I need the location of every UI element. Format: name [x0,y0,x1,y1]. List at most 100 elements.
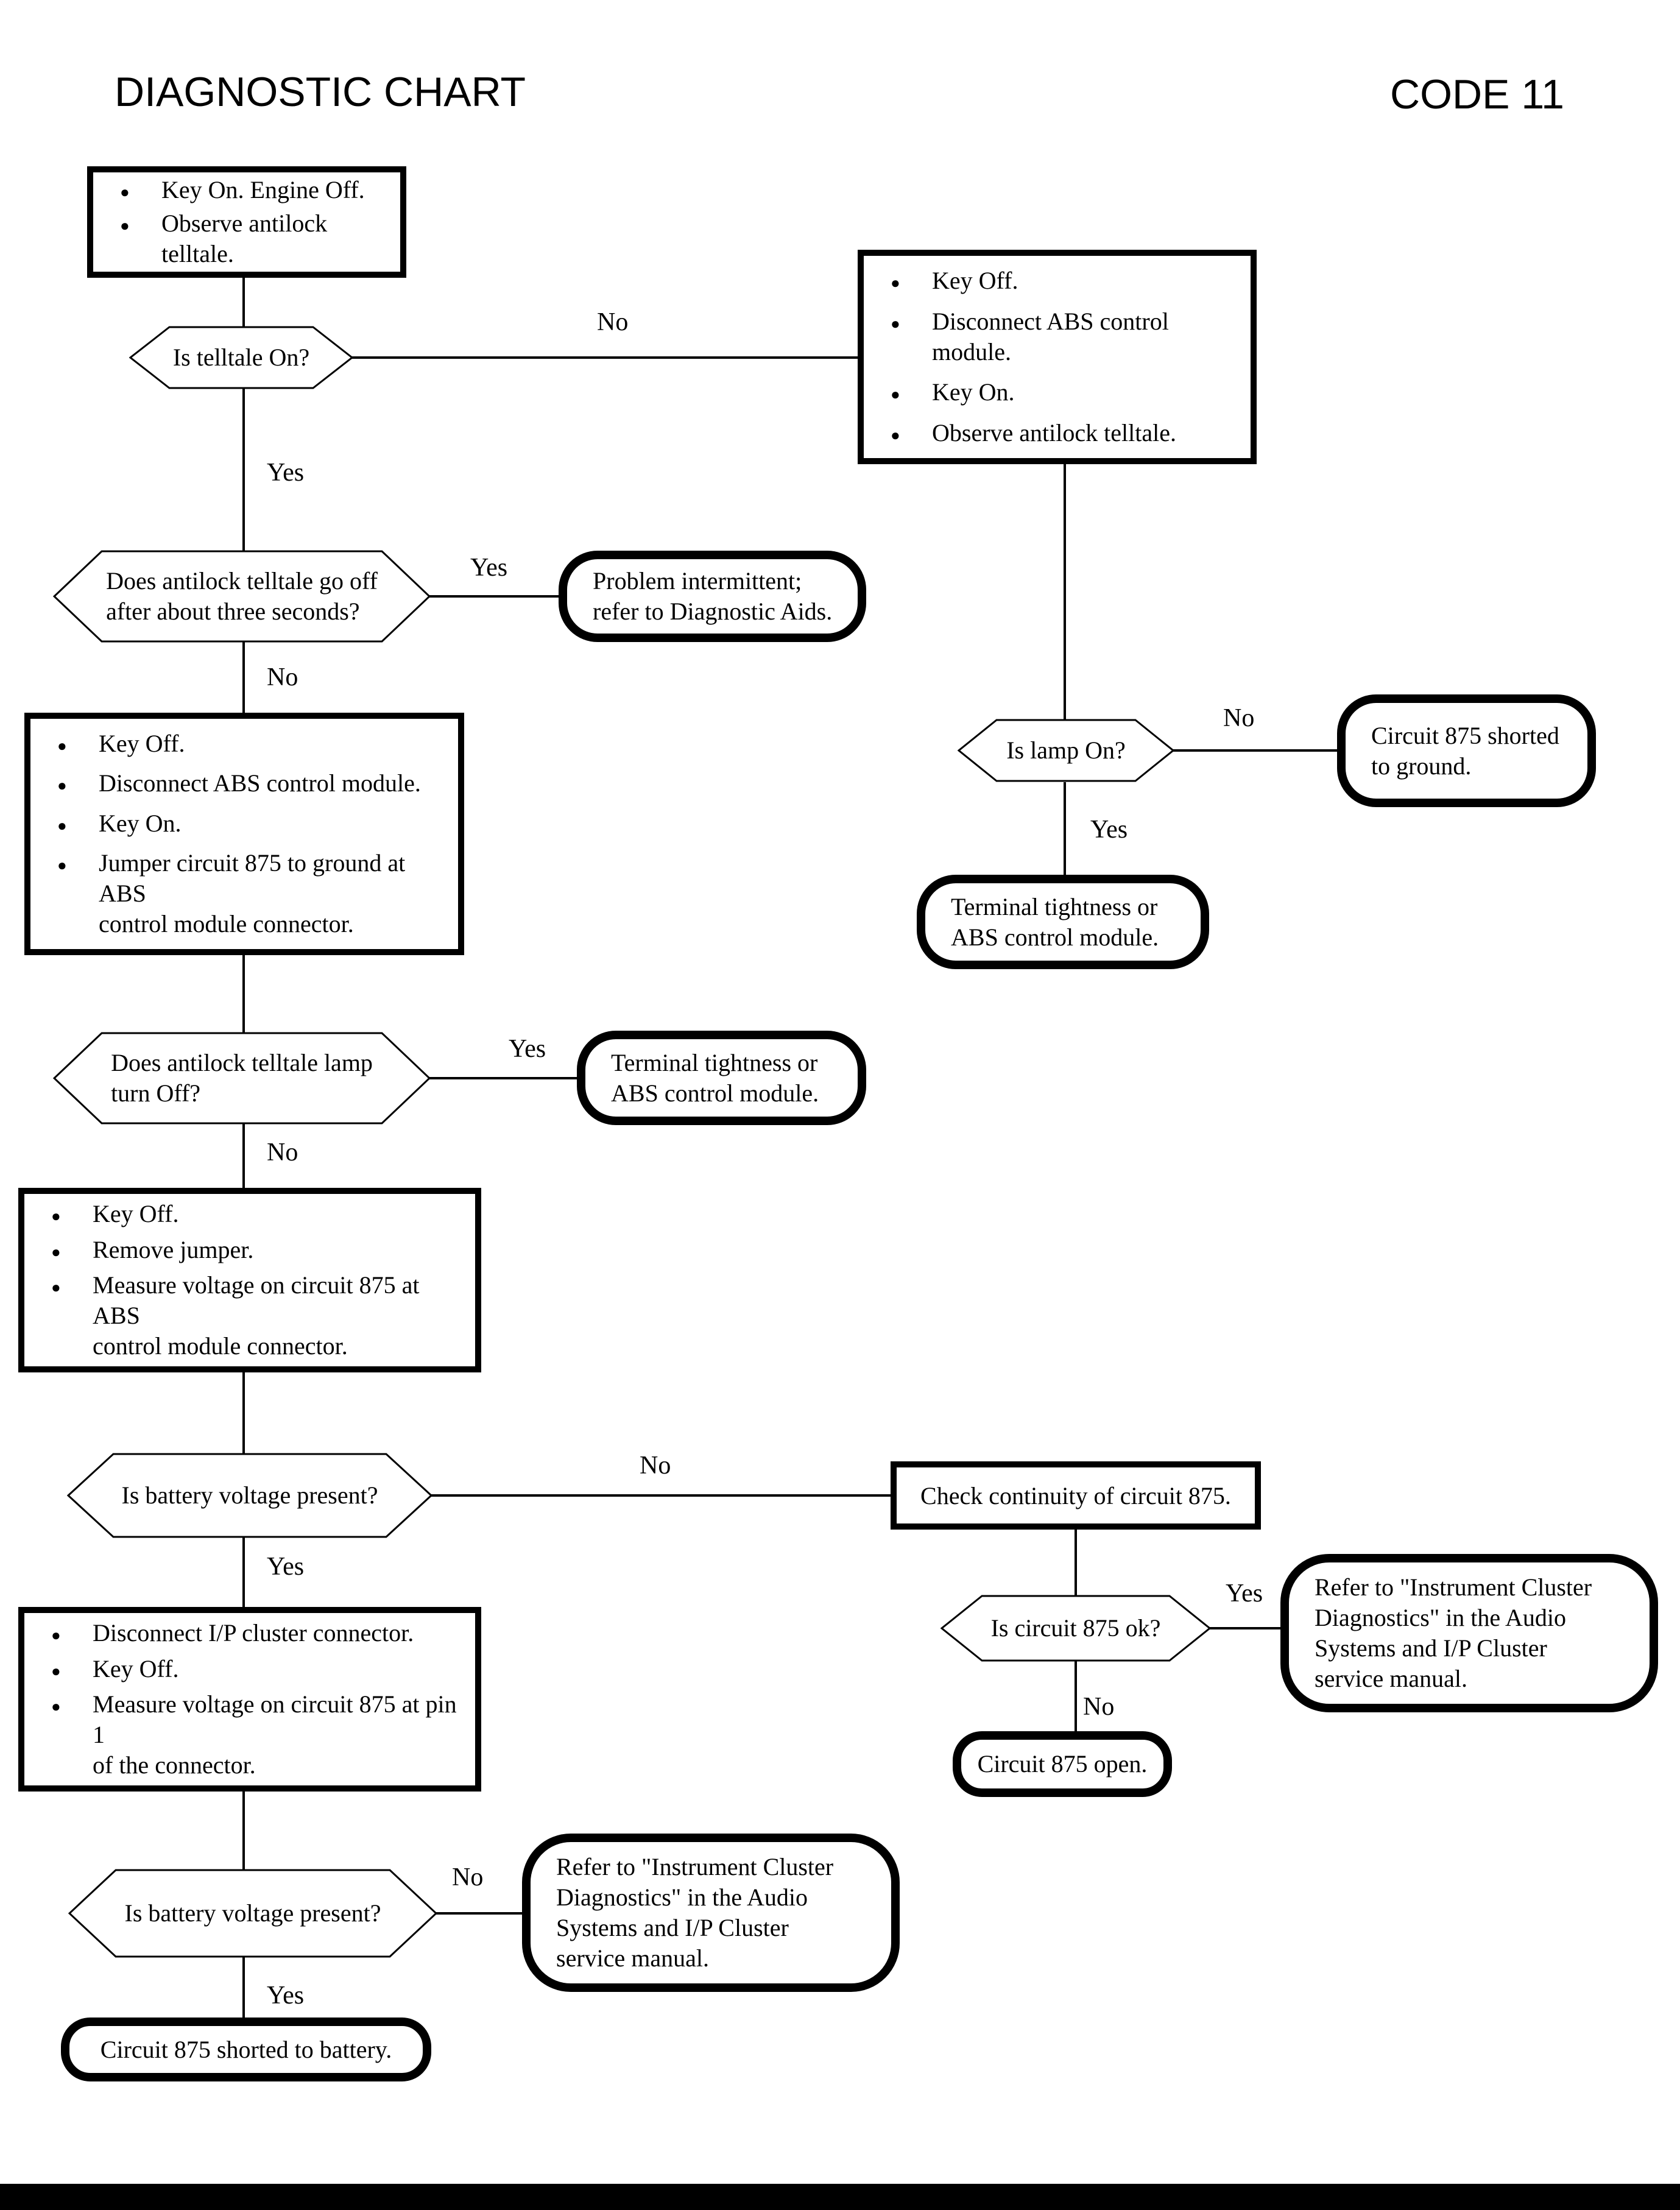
terminal-label: Refer to "Instrument Cluster Diagnostics… [1315,1573,1592,1692]
connector-line [429,595,560,598]
edge-label-no: No [267,663,298,691]
bullet-item: Key Off. [24,1654,475,1687]
bullet-item: Measure voltage on circuit 875 at pin 1 … [24,1689,475,1781]
edge-label-no: No [452,1863,484,1891]
connector-line [1075,1528,1077,1596]
terminal-label: Circuit 875 open. [977,1750,1148,1778]
edge-label-no: No [1223,704,1255,732]
connector-line [1064,462,1066,720]
decision-label: Is circuit 875 ok? [990,1614,1161,1642]
decision-telltale-go-off: Does antilock telltale go off after abou… [53,550,431,643]
decision-label: Does antilock telltale lamp turn Off? [111,1049,373,1107]
bullet-item: Key Off. [864,266,1251,298]
edge-label-yes: Yes [1226,1580,1263,1608]
bullet-item: Observe antilock telltale. [864,418,1251,451]
bullet-item: Disconnect ABS control module. [30,768,458,801]
decision-is-telltale-on: Is telltale On? [129,326,353,389]
process-check-continuity: Check continuity of circuit 875. [891,1461,1261,1530]
decision-battery-voltage-1: Is battery voltage present? [67,1453,432,1538]
edge-label-yes: Yes [509,1035,546,1063]
hexagon-shape [53,550,431,643]
edge-label-no: No [1083,1693,1115,1721]
process-disconnect-abs-observe: Key Off. Disconnect ABS control module. … [858,250,1257,464]
connector-line [1173,749,1338,752]
hexagon-shape [53,1032,431,1124]
edge-label-yes: Yes [267,459,305,487]
connector-line [431,1494,892,1497]
bullet-list: Disconnect I/P cluster connector. Key Of… [24,1613,475,1785]
connector-line [242,1957,245,2019]
terminal-problem-intermittent: Problem intermittent; refer to Diagnosti… [559,551,866,642]
page-bottom-edge [0,2184,1680,2210]
bullet-item: Observe antilock telltale. [93,208,400,269]
hexagon-shape [68,1869,437,1958]
hexagon-shape [129,326,353,389]
decision-battery-voltage-2: Is battery voltage present? [68,1869,437,1958]
decision-label: Is battery voltage present? [124,1899,381,1927]
connector-line [242,1371,245,1454]
bullet-list: Key Off. Disconnect ABS control module. … [864,256,1251,458]
decision-is-lamp-on: Is lamp On? [958,719,1174,782]
connector-line [242,1536,245,1608]
bullet-item: Key On. [30,808,458,841]
bullet-list: Key Off. Remove jumper. Measure voltage … [24,1194,475,1366]
terminal-label: Terminal tightness or ABS control module… [951,892,1159,951]
terminal-circuit-875-open: Circuit 875 open. [953,1731,1172,1797]
bullet-item: Jumper circuit 875 to ground at ABS cont… [30,848,458,939]
connector-line [242,1790,245,1870]
bullet-item: Key On. Engine Off. [93,175,400,208]
bullet-list: Key On. Engine Off. Observe antilock tel… [93,172,400,272]
bullet-item: Key Off. [30,729,458,761]
edge-label-no: No [640,1452,671,1480]
decision-label: Is lamp On? [1006,736,1126,764]
decision-label: Is battery voltage present? [121,1481,378,1509]
bullet-item: Key On. [864,377,1251,410]
hexagon-shape [958,719,1174,782]
connector-line [242,277,245,327]
terminal-label: Terminal tightness or ABS control module… [611,1048,819,1107]
connector-line [436,1912,523,1915]
edge-label-yes: Yes [470,554,508,582]
connector-line [242,1123,245,1189]
edge-label-no: No [597,308,629,336]
bullet-item: Disconnect I/P cluster connector. [24,1618,475,1651]
process-measure-voltage-abs: Key Off. Remove jumper. Measure voltage … [18,1188,481,1372]
connector-line [1075,1661,1077,1732]
bullet-item: Key Off. [24,1199,475,1232]
page-title: DIAGNOSTIC CHART [115,69,526,115]
connector-line [242,954,245,1033]
process-label: Check continuity of circuit 875. [920,1481,1231,1509]
bullet-item: Measure voltage on circuit 875 at ABS co… [24,1270,475,1361]
decision-lamp-turn-off: Does antilock telltale lamp turn Off? [53,1032,431,1124]
decision-circuit-875-ok: Is circuit 875 ok? [941,1595,1211,1662]
terminal-refer-cluster-right: Refer to "Instrument Cluster Diagnostics… [1280,1554,1658,1712]
connector-line [242,641,245,714]
bullet-item: Disconnect ABS control module. [864,306,1251,367]
bullet-list: Key Off. Disconnect ABS control module. … [30,719,458,949]
terminal-shorted-to-battery: Circuit 875 shorted to battery. [61,2018,431,2081]
terminal-label: Circuit 875 shorted to ground. [1371,721,1559,780]
process-key-on-engine-off: Key On. Engine Off. Observe antilock tel… [87,166,406,278]
terminal-shorted-to-ground: Circuit 875 shorted to ground. [1337,694,1596,807]
terminal-tightness-right: Terminal tightness or ABS control module… [917,875,1209,969]
connector-line [352,356,859,359]
bullet-item: Remove jumper. [24,1235,475,1268]
connector-line [1210,1627,1282,1629]
hexagon-shape [941,1595,1211,1662]
decision-label: Does antilock telltale go off after abou… [106,567,378,625]
terminal-label: Circuit 875 shorted to battery. [100,2035,392,2063]
decision-label: Is telltale On? [172,344,310,371]
code-label: CODE 11 [1390,71,1564,118]
connector-line [429,1077,578,1079]
edge-label-yes: Yes [267,1982,305,2010]
edge-label-no: No [267,1139,298,1167]
connector-line [242,388,245,551]
terminal-tightness-mid: Terminal tightness or ABS control module… [577,1031,866,1125]
hexagon-shape [67,1453,432,1538]
terminal-refer-cluster-left: Refer to "Instrument Cluster Diagnostics… [522,1834,900,1992]
connector-line [1064,782,1066,876]
edge-label-yes: Yes [1090,816,1128,844]
terminal-label: Refer to "Instrument Cluster Diagnostics… [556,1853,834,1972]
terminal-label: Problem intermittent; refer to Diagnosti… [593,567,833,625]
